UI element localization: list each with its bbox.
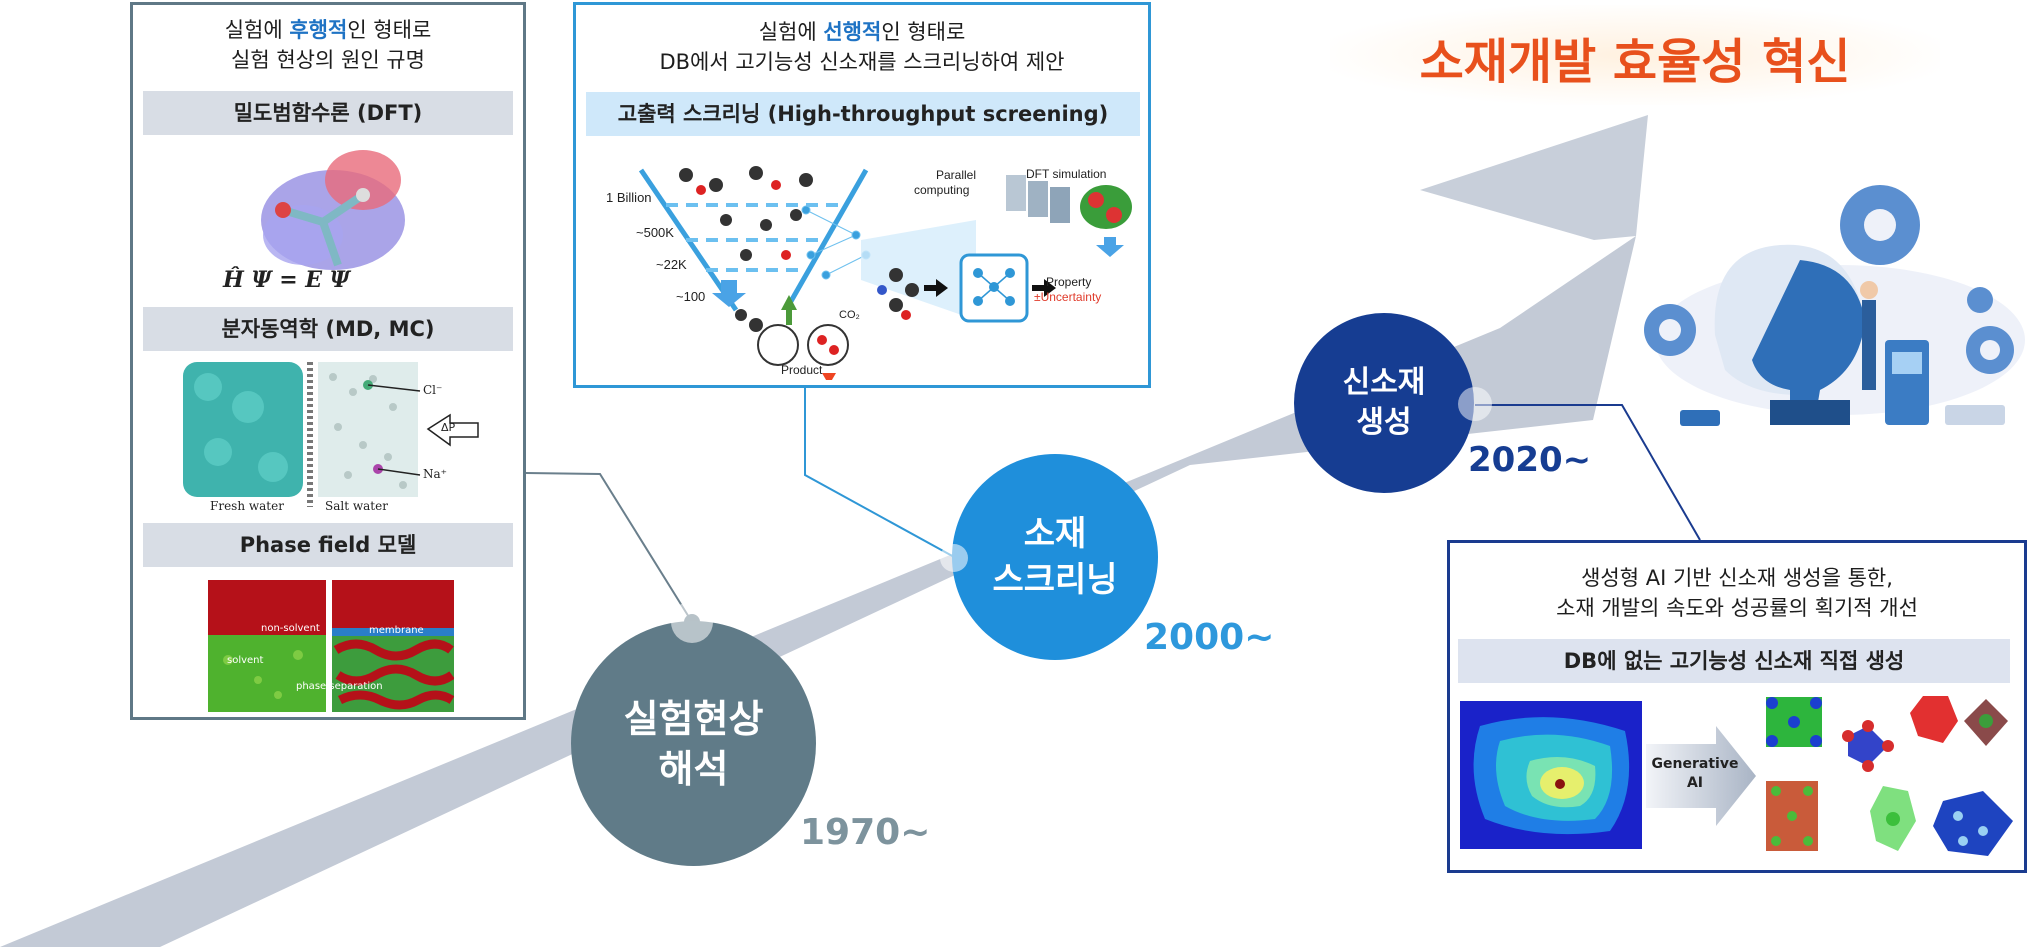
generated-crystals-illustration (1766, 696, 2013, 856)
stage-label: 생성 (1356, 405, 1412, 440)
schrodinger-equation: Ĥ Ψ = E Ψ (223, 267, 350, 293)
pf-label-phase-separation: phase separation (296, 681, 383, 692)
pf-label-nonsolvent: non-solvent (261, 623, 320, 634)
label-dft-simulation: DFT simulation (1026, 167, 1107, 181)
desc-line1: 생성형 AI 기반 신소재 생성을 통한, (1581, 566, 1893, 590)
stage-label: 소재 (1023, 514, 1087, 554)
label-property: Property (1046, 275, 1092, 289)
road-arrow-head (1420, 115, 1648, 240)
panel-experiment-analysis: 실험에 후행적인 형태로 실험 현상의 원인 규명 밀도범함수론 (DFT) Ĥ… (130, 2, 526, 720)
desc-text: 실험에 (758, 20, 824, 44)
desc-highlight: 선행적 (823, 20, 882, 44)
label-uncertainty: ±Uncertainty (1034, 290, 1102, 304)
goal-title: 소재개발 효율성 혁신 (1419, 34, 1851, 90)
latent-space-illustration (1460, 701, 1642, 849)
desc-line2: 실험 현상의 원인 규명 (231, 48, 425, 72)
method-bar-generation: DB에 없는 고기능성 신소재 직접 생성 (1458, 639, 2010, 683)
method-bar-md: 분자동역학 (MD, MC) (143, 307, 513, 351)
method-bar-hts: 고출력 스크리닝 (High-throughput screening) (586, 92, 1140, 136)
dft-molecule-illustration (261, 150, 405, 270)
pf-label-solvent: solvent (227, 655, 264, 666)
ai-robot-illustration (1644, 185, 2025, 426)
label-co2: CO₂ (839, 309, 860, 321)
stage-ring (940, 544, 968, 572)
goal-title-glow (1330, 5, 1940, 105)
panel-description: 실험에 후행적인 형태로 실험 현상의 원인 규명 (133, 15, 523, 75)
method-bar-dft: 밀도범함수론 (DFT) (143, 91, 513, 135)
funnel-label-22k: ~22K (656, 257, 687, 272)
hts-funnel-illustration (638, 166, 1132, 380)
stage-year: 2000~ (1144, 617, 1275, 658)
desc-text: 실험에 (224, 18, 290, 42)
desc-text: 인 형태로 (347, 18, 432, 42)
stage-circle-screening: 소재 스크리닝 (952, 454, 1158, 660)
funnel-label-100: ~100 (676, 289, 706, 304)
connector-mid (804, 388, 957, 559)
desc-highlight: 후행적 (289, 18, 348, 42)
stage-label: 실험현상 (623, 696, 764, 741)
desc-line2: DB에서 고기능성 신소재를 스크리닝하여 제안 (659, 50, 1065, 74)
label-computing: computing (914, 183, 970, 197)
stage-circle-experiment: 실험현상 해석 (571, 621, 816, 866)
stage-year: 2020~ (1468, 440, 1592, 480)
gen-ai-label-2: AI (1686, 775, 1704, 791)
connector-left (525, 472, 693, 623)
panel-material-generation: 생성형 AI 기반 신소재 생성을 통한, 소재 개발의 속도와 성공률의 획기… (1447, 540, 2027, 873)
funnel-label-500k: ~500K (636, 225, 674, 240)
label-parallel: Parallel (936, 168, 977, 182)
md-label-na: Na⁺ (423, 467, 447, 481)
stage-label: 스크리닝 (992, 560, 1118, 600)
stage-label: 해석 (658, 746, 729, 791)
stage-ring (671, 601, 713, 643)
label-product: Product (781, 363, 823, 377)
method-bar-phase-field: Phase field 모델 (143, 523, 513, 567)
md-simulation-illustration (183, 362, 479, 507)
md-label-fresh-water: Fresh water (210, 499, 284, 513)
funnel-label-1billion: 1 Billion (606, 190, 652, 205)
phase-field-illustration (208, 580, 454, 712)
panel-description: 실험에 선행적인 형태로 DB에서 고기능성 신소재를 스크리닝하여 제안 (576, 17, 1148, 77)
pf-label-membrane: membrane (369, 625, 424, 636)
gen-ai-label-1: Generative (1651, 756, 1739, 772)
stage-circle-generation: 신소재 생성 (1294, 313, 1474, 493)
desc-line2: 소재 개발의 속도와 성공률의 획기적 개선 (1556, 596, 1918, 620)
desc-text: 인 형태로 (881, 20, 966, 44)
stage-ring (1458, 387, 1492, 421)
md-label-salt-water: Salt water (325, 499, 388, 513)
panel-description: 생성형 AI 기반 신소재 생성을 통한, 소재 개발의 속도와 성공률의 획기… (1450, 563, 2024, 623)
md-label-cl: Cl⁻ (423, 383, 443, 397)
stage-label: 신소재 (1342, 365, 1426, 400)
generative-ai-arrow (1646, 726, 1756, 826)
connector-right (1475, 404, 1701, 541)
md-label-dp: ΔP (441, 421, 456, 434)
panel-material-screening: 실험에 선행적인 형태로 DB에서 고기능성 신소재를 스크리닝하여 제안 고출… (573, 2, 1151, 388)
stage-year: 1970~ (800, 812, 931, 853)
